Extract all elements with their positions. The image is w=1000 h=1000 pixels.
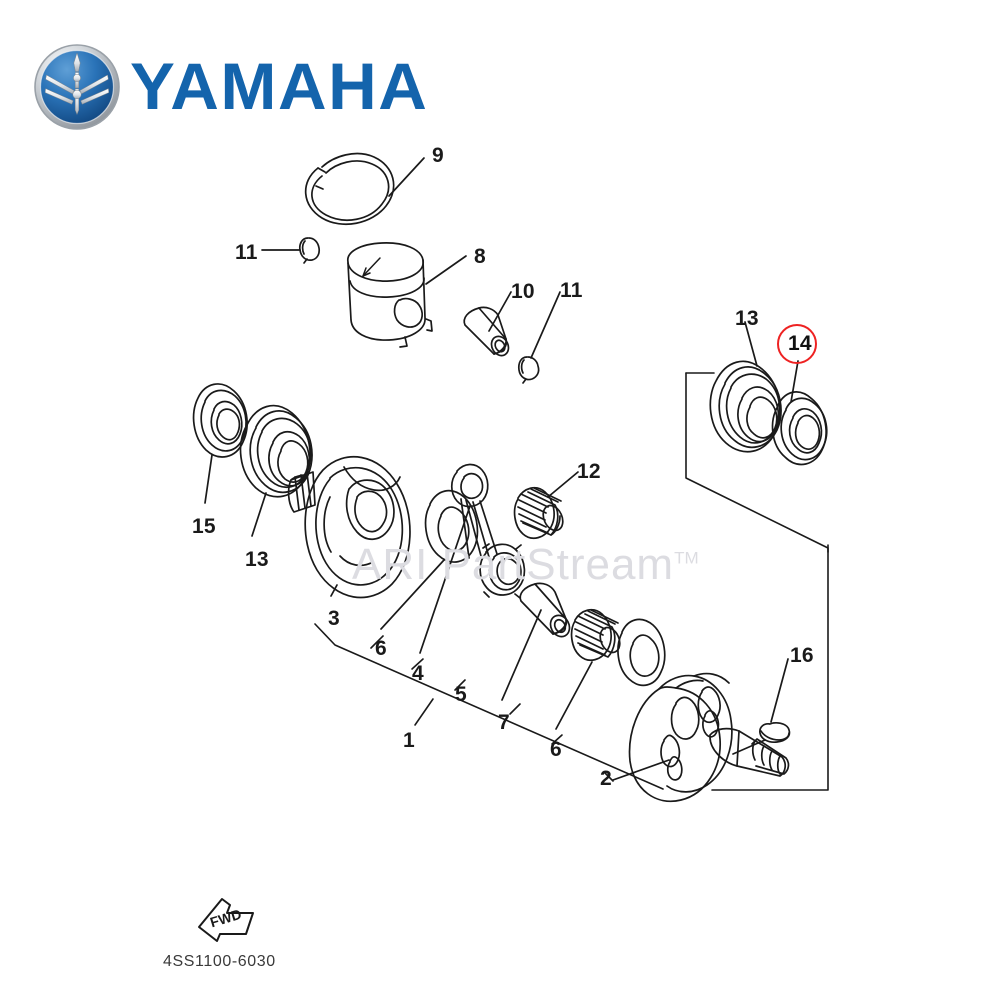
leader-8 — [425, 255, 467, 285]
part-piston-pin — [463, 306, 510, 357]
leader-14 — [790, 360, 799, 403]
leader-13b — [744, 321, 758, 367]
leader-10 — [488, 291, 512, 332]
diagram-part-code: 4SS1100-6030 — [163, 953, 276, 970]
part-needle-bearing-6b — [570, 608, 621, 662]
part-bearing-13b — [709, 360, 782, 453]
callout-3[interactable]: 3 — [328, 607, 340, 630]
callout-13b[interactable]: 13 — [735, 307, 759, 330]
part-washer-6a — [424, 489, 479, 563]
part-crank-pin — [519, 582, 571, 638]
callout-8[interactable]: 8 — [474, 245, 486, 268]
leader-16 — [770, 658, 789, 723]
bracket-crankshaft-group — [314, 623, 664, 790]
leader-6a — [380, 559, 445, 630]
callout-13a[interactable]: 13 — [245, 548, 269, 571]
part-piston — [347, 242, 433, 348]
callout-14[interactable]: 14 — [788, 332, 812, 355]
leader-3 — [330, 584, 338, 597]
part-crank-wheel-right — [628, 672, 790, 802]
leader-11b — [530, 291, 561, 359]
leader-2 — [612, 759, 670, 781]
part-washer-6c — [617, 618, 666, 687]
callout-15[interactable]: 15 — [192, 515, 216, 538]
callout-10[interactable]: 10 — [511, 280, 535, 303]
part-clip-11a — [298, 237, 321, 264]
leader-12 — [547, 471, 579, 498]
callout-2[interactable]: 2 — [600, 767, 612, 790]
part-woodruff-key — [732, 721, 791, 755]
leader-4 — [419, 505, 471, 654]
callout-6a[interactable]: 6 — [375, 637, 387, 660]
yamaha-wordmark: YAMAHA — [130, 51, 430, 124]
part-piston-ring — [304, 152, 395, 226]
part-needle-bearing-12 — [513, 486, 564, 540]
part-crank-wheel-left — [287, 456, 411, 599]
leader-9 — [388, 157, 425, 197]
leader-7 — [501, 609, 542, 701]
yamaha-wordmark-text: YAMAHA — [130, 52, 428, 118]
callout-16[interactable]: 16 — [790, 644, 814, 667]
part-clip-11b — [517, 356, 540, 384]
part-oil-seal-14 — [771, 391, 828, 466]
callout-11a[interactable]: 11 — [235, 241, 258, 264]
part-oil-seal-15 — [192, 383, 248, 458]
leader-13a — [251, 492, 267, 537]
callout-4[interactable]: 4 — [412, 662, 424, 685]
leader-15 — [204, 454, 213, 504]
callout-5[interactable]: 5 — [455, 683, 467, 706]
yamaha-tuning-fork-emblem-icon — [34, 44, 120, 130]
leader-6b — [555, 661, 593, 730]
yamaha-brand-block: YAMAHA — [34, 44, 434, 144]
callout-9[interactable]: 9 — [432, 144, 444, 167]
callout-7[interactable]: 7 — [498, 711, 510, 734]
callout-6b[interactable]: 6 — [550, 738, 562, 761]
highlight-ring-14 — [777, 324, 817, 364]
bracket-right-bearing-group — [685, 372, 829, 791]
part-connecting-rod — [450, 463, 526, 599]
fwd-arrow-icon: FWD — [196, 893, 260, 943]
callout-12[interactable]: 12 — [577, 460, 601, 483]
callout-11b[interactable]: 11 — [560, 279, 583, 302]
callout-1[interactable]: 1 — [403, 729, 415, 752]
